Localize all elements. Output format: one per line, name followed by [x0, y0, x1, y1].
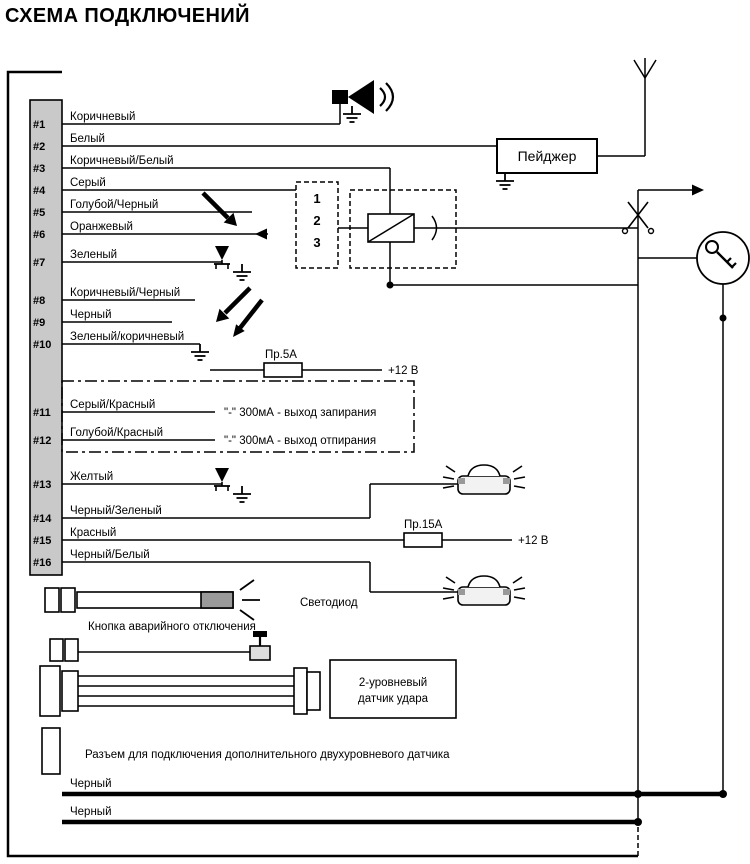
fuse-5a-icon [263, 362, 303, 378]
junction-dot [719, 314, 727, 322]
junction-dot [386, 281, 394, 289]
door-pin-switch-icon [214, 246, 251, 280]
car-flashing-lights-icon [442, 464, 526, 495]
unlock-output-note: "-" 300мА - выход отпирания [224, 435, 376, 447]
unit-frame [6, 70, 638, 858]
ground-wire-1-label: Черный [70, 778, 112, 790]
led-label: Светодиод [300, 597, 358, 609]
pin-5-number: #5 [33, 207, 45, 219]
page-title: СХЕМА ПОДКЛЮЧЕНИЙ [5, 3, 250, 27]
junction-dot [634, 818, 642, 826]
shock-sensor-connector [39, 665, 79, 717]
tap-arrow-icon [201, 191, 237, 226]
pin-11-label: Серый/Красный [70, 399, 155, 411]
shock-sensor-wires [78, 675, 294, 707]
ignition-pin-2: 2 [313, 213, 320, 228]
lock-output-note: "-" 300мА - выход запирания [224, 407, 376, 419]
pin-6-label: Оранжевый [70, 221, 133, 233]
pin-12-label: Голубой/Красный [70, 427, 163, 439]
led-rays-icon [239, 579, 260, 621]
pin-11-number: #11 [33, 407, 51, 419]
pin-10-label: Зеленый/коричневый [70, 331, 184, 343]
pin-8-number: #8 [33, 295, 45, 307]
pin-15-number: #15 [33, 535, 51, 547]
pin-3-label: Коричневый/Белый [70, 155, 174, 167]
pin-1-label: Коричневый [70, 111, 135, 123]
pin-15-label: Красный [70, 527, 116, 539]
ground-icon [342, 105, 362, 123]
shock-sensor-label-line2: датчик удара [358, 693, 429, 705]
ground-icon [495, 172, 515, 190]
pin-16-number: #16 [33, 557, 51, 569]
ignition-connector-box [295, 181, 339, 269]
relay-contact-arc [431, 215, 438, 241]
valet-label: Кнопка аварийного отключения [88, 621, 256, 633]
pin-13-number: #13 [33, 479, 51, 491]
fuse-15a-label: Пр.15А [404, 519, 443, 531]
relay-box [349, 189, 457, 269]
pin-8-label: Коричневый/Черный [70, 287, 180, 299]
relay-icon [367, 213, 415, 243]
ground-icon [190, 343, 210, 361]
siren-icon [332, 80, 395, 124]
pin-3-number: #3 [33, 163, 45, 175]
valet-connector [49, 638, 79, 662]
ignition-pin-1: 1 [313, 191, 320, 206]
pin-13-label: Желтый [70, 471, 113, 483]
pin-7-label: Зеленый [70, 249, 117, 261]
pin-14-label: Черный/Зеленый [70, 505, 162, 517]
pin-16-label: Черный/Белый [70, 549, 150, 561]
pin-12-number: #12 [33, 435, 51, 447]
antenna-icon [633, 59, 657, 79]
trunk-pin-switch-icon [214, 468, 251, 502]
car-flashing-lights-icon [442, 575, 526, 606]
pager-label: Пейджер [518, 148, 577, 164]
junction-dot [634, 790, 642, 798]
ground-wire-2-label: Черный [70, 806, 112, 818]
fuse-15a-target: +12 В [518, 535, 549, 547]
pin-6-number: #6 [33, 229, 45, 241]
pin-7-number: #7 [33, 257, 45, 269]
pin-5-label: Голубой/Черный [70, 199, 158, 211]
starter-arrow-icon [692, 184, 704, 196]
scissors-icon [621, 201, 655, 235]
tap-arrow-icon [216, 286, 252, 322]
lock-outputs-box [61, 380, 415, 453]
fuse-5a-target: +12 В [388, 365, 419, 377]
pin-4-label: Серый [70, 177, 106, 189]
aux-sensor-label: Разъем для подключения дополнительного д… [85, 749, 450, 761]
pin-4-number: #4 [33, 185, 46, 197]
pin-2-number: #2 [33, 141, 45, 153]
pin-14-number: #14 [33, 513, 52, 525]
shock-sensor-plug [293, 667, 321, 715]
pin-9-number: #9 [33, 317, 45, 329]
tap-arrow-icon [233, 298, 264, 337]
fuse-5a-label: Пр.5А [265, 349, 297, 361]
ignition-pin-3: 3 [313, 235, 320, 250]
shock-sensor-label-line1: 2-уровневый [359, 677, 427, 689]
aux-sensor-connector [41, 727, 61, 775]
pin-2-label: Белый [70, 133, 105, 145]
wire-pin-6-arrow-icon [255, 228, 267, 240]
pin-10-number: #10 [33, 339, 51, 351]
main-connector-block [29, 99, 63, 576]
led-assembly [44, 579, 260, 621]
valet-button-icon [249, 631, 271, 661]
junction-dot [719, 790, 727, 798]
fuse-15a-icon [403, 532, 443, 548]
pin-9-label: Черный [70, 309, 112, 321]
pin-1-number: #1 [33, 119, 45, 131]
ignition-key-icon [696, 231, 750, 285]
pager-box [496, 138, 598, 174]
shock-sensor-box [329, 659, 457, 719]
